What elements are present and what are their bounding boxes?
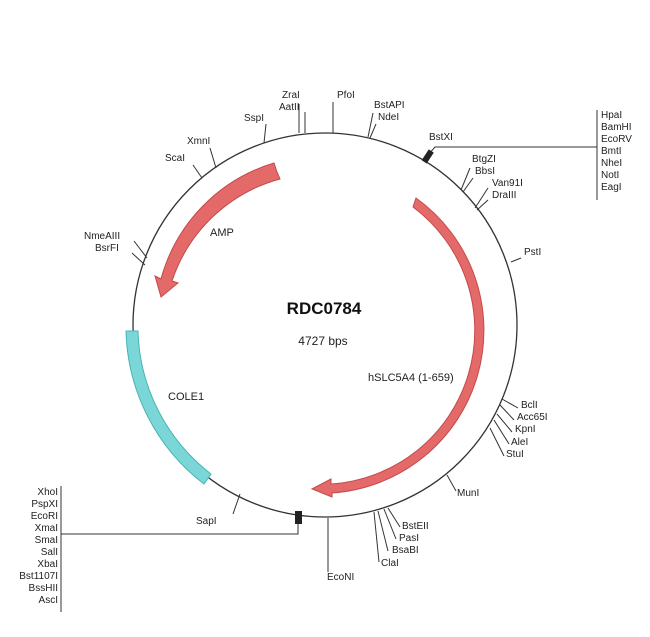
- site-label-dralii: DraIII: [492, 190, 516, 201]
- site-label-btgzi: BtgZI: [472, 154, 496, 165]
- site-label-bstapi: BstAPI: [374, 100, 405, 111]
- mcs-left-site-xmai: XmaI: [35, 523, 58, 534]
- site-label-clai: ClaI: [381, 558, 399, 569]
- site-tick: [462, 177, 474, 193]
- mcs-left-site-bsshii: BssHII: [29, 583, 58, 594]
- site-tick: [474, 187, 489, 209]
- map-length: 4727 bps: [298, 334, 347, 348]
- plasmid-backbone: [132, 132, 518, 518]
- mcs-left-list: XhoIPspXIEcoRIXmaISmaISalIXbaIBst1107IBs…: [19, 487, 58, 606]
- site-tick: [377, 510, 389, 552]
- site-label-van91i: Van91I: [492, 178, 523, 189]
- site-label-bsrfi: BsrFI: [95, 243, 119, 254]
- site-label-scai: ScaI: [165, 153, 185, 164]
- mcs-right-site-hpai: HpaI: [601, 110, 622, 121]
- mcs-left-site-bst1107i: Bst1107I: [19, 571, 58, 582]
- site-tick: [493, 419, 510, 445]
- mcs-right-site-bmti: BmtI: [601, 146, 622, 157]
- site-tick: [192, 164, 203, 179]
- mcs-right-site-bamhi: BamHI: [601, 122, 632, 133]
- site-tick: [232, 493, 241, 515]
- site-label-psti: PstI: [524, 247, 541, 258]
- mcs-left-site-asci: AscI: [39, 595, 58, 606]
- site-label-bcli: BclI: [521, 400, 538, 411]
- cole1-feature: [125, 330, 212, 485]
- mcs-marker-right: [421, 149, 434, 164]
- site-tick: [499, 404, 515, 421]
- site-label-stui: StuI: [506, 449, 524, 460]
- site-tick: [383, 508, 397, 540]
- mcs-left-site-ecori: EcoRI: [31, 511, 58, 522]
- site-label-ndei: NdeI: [378, 112, 399, 123]
- site-label-econi: EcoNI: [327, 572, 354, 583]
- mcs-left-site-pspxi: PspXI: [31, 499, 58, 510]
- site-label-bsabi: BsaBI: [392, 545, 419, 556]
- site-label-bsteii: BstEII: [402, 521, 429, 532]
- mcs-left-site-sali: SalI: [41, 547, 58, 558]
- site-tick: [367, 112, 374, 138]
- site-label-sapi: SapI: [196, 516, 217, 527]
- site-label-bstxi: BstXI: [429, 132, 453, 143]
- site-label-pfoi: PfoI: [337, 90, 355, 101]
- site-tick: [131, 252, 146, 266]
- site-tick: [460, 167, 471, 191]
- site-tick: [263, 123, 267, 144]
- site-tick: [510, 257, 522, 263]
- site-label-aatii: AatII: [279, 102, 300, 113]
- mcs-marker-left: [295, 511, 302, 524]
- site-label-pasi: PasI: [399, 533, 419, 544]
- site-tick: [496, 413, 513, 433]
- site-tick: [369, 123, 377, 139]
- site-tick: [209, 147, 217, 169]
- site-tick: [133, 240, 148, 259]
- hslc5a4-feature-arrow: [310, 197, 485, 498]
- site-label-alei: AleI: [511, 437, 528, 448]
- site-label-sspi: SspI: [244, 113, 264, 124]
- amp-feature-arrow: [154, 162, 281, 298]
- site-label-nmealii: NmeAIII: [84, 231, 120, 242]
- mcs-right-site-nhei: NheI: [601, 158, 622, 169]
- site-label-zrai: ZraI: [282, 90, 300, 101]
- map-title: RDC0784: [287, 299, 362, 318]
- mcs-right-site-ecorv: EcoRV: [601, 134, 632, 145]
- site-tick: [446, 474, 457, 492]
- site-label-muni: MunI: [457, 488, 479, 499]
- site-label-acc65i: Acc65I: [517, 412, 548, 423]
- site-label-bbsi: BbsI: [475, 166, 495, 177]
- feature-label-hslc5a4: hSLC5A4 (1-659): [368, 372, 454, 384]
- mcs-left-site-xbai: XbaI: [37, 559, 58, 570]
- site-label-xmni: XmnI: [187, 136, 210, 147]
- site-tick: [387, 507, 401, 528]
- site-tick: [373, 511, 380, 563]
- feature-label-cole1: COLE1: [168, 391, 204, 403]
- site-tick: [476, 199, 489, 211]
- site-tick: [501, 398, 519, 409]
- mcs-left-site-smai: SmaI: [35, 535, 58, 546]
- site-ticks: [131, 102, 522, 572]
- site-label-kpni: KpnI: [515, 424, 536, 435]
- mcs-left-site-xhoi: XhoI: [37, 487, 58, 498]
- feature-label-amp: AMP: [210, 227, 234, 239]
- mcs-right-site-noti: NotI: [601, 170, 619, 181]
- site-tick: [489, 427, 505, 457]
- mcs-right-site-eagi: EagI: [601, 182, 622, 193]
